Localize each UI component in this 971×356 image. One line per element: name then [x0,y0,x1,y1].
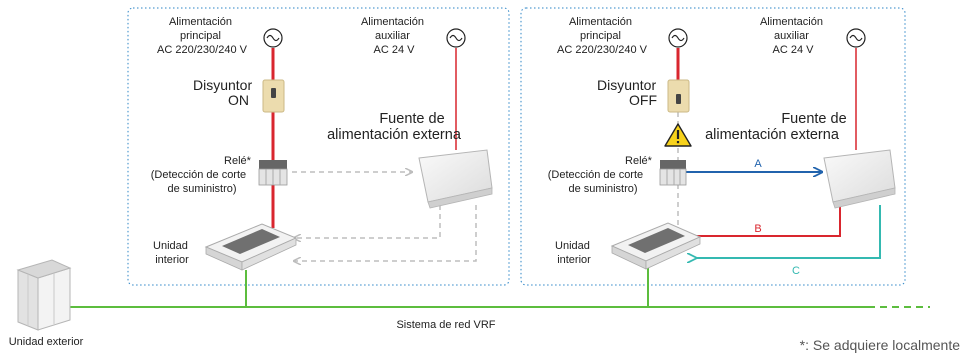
right-external-supply-label: Fuente de alimentación externa [705,111,851,143]
left-external-supply-label: Fuente de alimentación externa [327,111,462,143]
relay-icon [659,160,687,186]
left-return-line-2 [294,205,477,261]
ac-source-icon [263,28,283,48]
outdoor-unit-label: Unidad exterior [9,336,84,348]
ac-source-icon [846,28,866,48]
left-relay-label: Relé* (Detección de corte de suministro) [151,155,254,195]
power-supply-icon [823,149,896,209]
left-breaker-label: Disyuntor ON [193,77,256,108]
left-main-power-label: Alimentación principal AC 220/230/240 V [157,16,248,56]
line-c-label: C [792,265,800,277]
left-panel-frame [127,7,510,286]
right-breaker-label: Disyuntor OFF [597,77,660,108]
right-main-power-label: Alimentación principal AC 220/230/240 V [557,16,648,56]
outdoor-unit-icon [16,259,72,331]
left-return-line-1 [294,205,441,238]
relay-icon [258,160,288,186]
left-indoor-unit-label: Unidad interior [153,240,191,266]
warning-icon [664,123,692,147]
right-relay-label: Relé* (Detección de corte de suministro) [548,155,655,195]
line-b-label: B [754,223,761,235]
breaker-icon [667,79,690,113]
footnote: *: Se adquiere localmente [800,337,961,353]
line-b [686,196,841,237]
ac-source-icon [446,28,466,48]
left-panel: Alimentación principal AC 220/230/240 V … [151,16,493,271]
left-aux-power-label: Alimentación auxiliar AC 24 V [361,16,427,56]
indoor-unit-icon [610,222,702,270]
breaker-icon [262,79,285,113]
ac-source-icon [668,28,688,48]
power-supply-icon [418,149,493,209]
line-a-label: A [754,158,762,170]
right-aux-power-label: Alimentación auxiliar AC 24 V [760,16,826,56]
line-c [696,205,881,258]
vrf-network-label: Sistema de red VRF [396,319,495,331]
right-indoor-unit-label: Unidad interior [555,240,593,266]
indoor-unit-icon [204,223,298,271]
right-panel: Alimentación principal AC 220/230/240 V … [548,16,896,277]
